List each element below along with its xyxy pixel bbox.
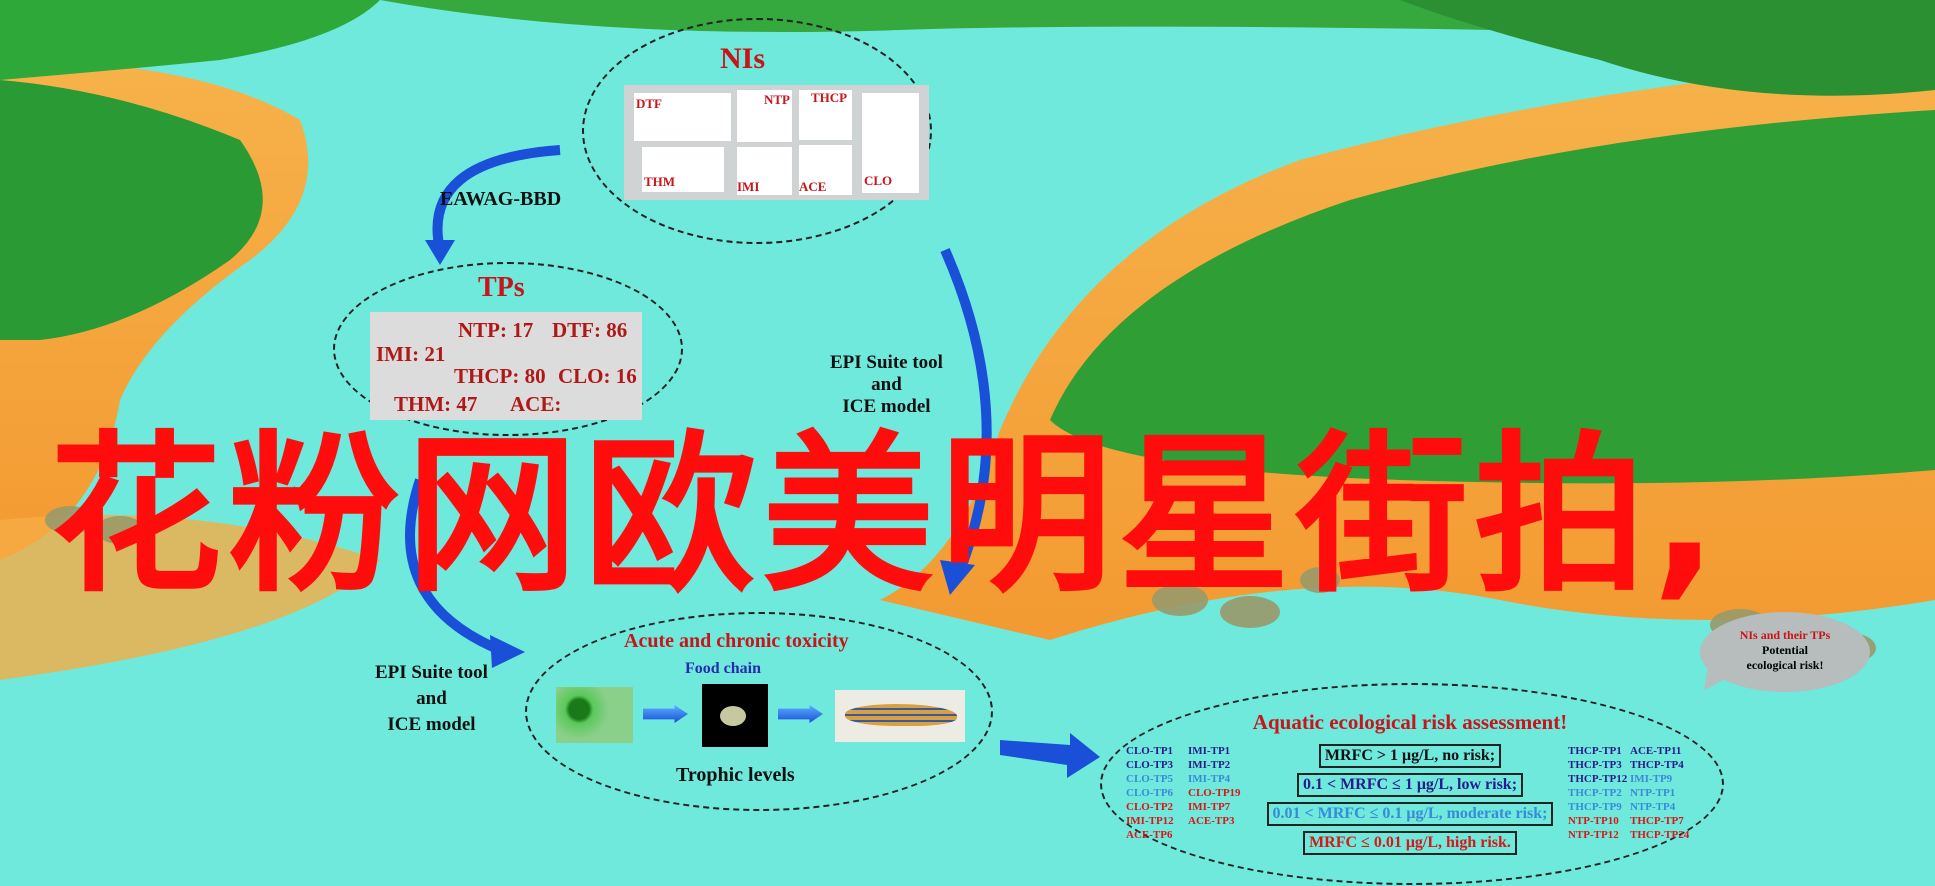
- risk-tp-label: IMI-TP9: [1630, 773, 1673, 785]
- risk-tp-label: THCP-TP1: [1568, 745, 1622, 757]
- risk-level-box: 0.01 < MRFC ≤ 0.1 μg/L, moderate risk;: [1266, 802, 1554, 826]
- risk-tp-label: NTP-TP12: [1568, 829, 1619, 841]
- nis-ellipse: [582, 18, 932, 244]
- food-chain-label: Food chain: [685, 660, 762, 677]
- risk-tp-label: CLO-TP5: [1126, 773, 1174, 785]
- zebrafish-image: [835, 690, 965, 742]
- toxicity-title: Acute and chronic toxicity: [624, 630, 849, 652]
- watermark-text: 花粉网欧美明星街拍,: [50, 415, 1724, 616]
- forest-left: [0, 80, 263, 340]
- risk-tp-label: THCP-TP2: [1568, 787, 1622, 799]
- risk-tp-label: ACE-TP3: [1188, 815, 1235, 827]
- tp-count-thcp: THCP: 80: [454, 364, 546, 388]
- risk-tp-label: THCP-TP7: [1630, 815, 1684, 827]
- food-chain-arrow-2: [778, 705, 823, 723]
- food-chain-arrow-1: [643, 705, 688, 723]
- tp-count-dtf: DTF: 86: [552, 318, 628, 342]
- nis-title: NIs: [720, 42, 766, 75]
- risk-tp-label: NTP-TP10: [1568, 815, 1619, 827]
- toxicity-ellipse: [525, 612, 993, 811]
- risk-tp-label: CLO-TP19: [1188, 787, 1241, 799]
- risk-tp-label: IMI-TP12: [1126, 815, 1174, 827]
- risk-level-box: 0.1 < MRFC ≤ 1 μg/L, low risk;: [1296, 773, 1524, 797]
- daphnia-image: [702, 684, 768, 747]
- blue-arrow-eawag: [432, 145, 561, 252]
- risk-tp-label: CLO-TP3: [1126, 759, 1174, 771]
- tps-title: TPs: [478, 272, 525, 303]
- blue-arrow-epi-right: [940, 247, 992, 572]
- risk-tp-label: IMI-TP4: [1188, 773, 1231, 785]
- risk-tp-label: NTP-TP1: [1630, 787, 1676, 799]
- sand-bottom-left: [0, 515, 380, 680]
- molecule-ntp: NTP: [737, 90, 792, 142]
- risk-tp-label: THCP-TP9: [1568, 801, 1622, 813]
- tps-ellipse: [333, 262, 683, 436]
- molecule-thm: THM: [642, 147, 724, 192]
- tp-count-clo: CLO: 16: [558, 364, 637, 388]
- tp-count-ace: ACE:: [510, 392, 562, 416]
- tps-count-panel: NTP: 17 DTF: 86 IMI: 21 THCP: 80 CLO: 16…: [370, 312, 642, 420]
- risk-title: Aquatic ecological risk assessment!: [1252, 710, 1568, 734]
- nis-structure-panel: DTF NTP THCP THM IMI ACE CLO: [624, 85, 929, 200]
- eawag-bbd-label: EAWAG-BBD: [440, 188, 562, 210]
- risk-tp-label: ACE-TP6: [1126, 829, 1173, 841]
- tp-count-ntp: NTP: 17: [458, 318, 534, 342]
- forest-top-right: [1400, 0, 1935, 96]
- forest-top-left: [0, 0, 380, 80]
- risk-tp-label: CLO-TP2: [1126, 801, 1174, 813]
- molecule-dtf: DTF: [634, 93, 731, 141]
- risk-tp-label: NTP-TP4: [1630, 801, 1676, 813]
- trophic-levels-label: Trophic levels: [676, 764, 795, 786]
- molecule-ace: ACE: [799, 145, 852, 195]
- blue-arrow-epi-left: [405, 478, 502, 655]
- risk-tp-label: THCP-TP3: [1568, 759, 1622, 771]
- risk-tp-label: IMI-TP2: [1188, 759, 1231, 771]
- risk-level-boxes: MRFC > 1 μg/L, no risk; 0.1 < MRFC ≤ 1 μg…: [1260, 744, 1560, 860]
- risk-level-box: MRFC ≤ 0.01 μg/L, high risk.: [1303, 831, 1517, 855]
- risk-level-box: MRFC > 1 μg/L, no risk;: [1318, 744, 1502, 768]
- molecule-imi: IMI: [737, 147, 792, 195]
- blue-arrow-to-risk: [1000, 733, 1100, 778]
- risk-tp-label: THCP-TP12: [1568, 773, 1628, 785]
- risk-tp-label: CLO-TP6: [1126, 787, 1174, 799]
- risk-tp-label: THCP-TP24: [1630, 829, 1690, 841]
- risk-tp-label: THCP-TP4: [1630, 759, 1684, 771]
- risk-ellipse: [1100, 683, 1724, 885]
- risk-tp-label: CLO-TP1: [1126, 745, 1174, 757]
- molecule-clo: CLO: [862, 93, 919, 193]
- forest-right: [1050, 110, 1935, 484]
- tp-count-imi: IMI: 21: [376, 342, 446, 366]
- risk-tp-label: ACE-TP11: [1630, 745, 1682, 757]
- risk-tp-label: IMI-TP7: [1188, 801, 1231, 813]
- molecule-thcp: THCP: [799, 90, 852, 140]
- risk-tp-label: IMI-TP1: [1188, 745, 1231, 757]
- tp-count-thm: THM: 47: [394, 392, 478, 416]
- algae-image: [556, 687, 633, 743]
